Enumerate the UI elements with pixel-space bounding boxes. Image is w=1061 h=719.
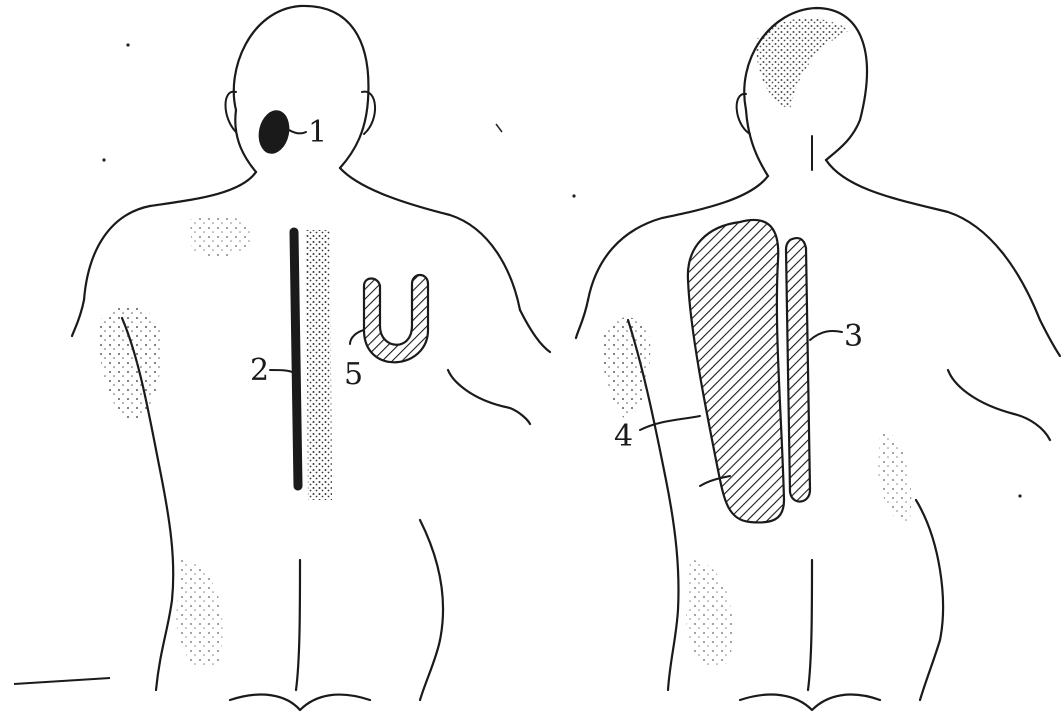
left-shading-lower xyxy=(176,560,223,668)
callout-2-label: 2 xyxy=(250,353,269,388)
right-right-side xyxy=(916,320,1060,700)
callout-5-leader xyxy=(350,330,364,344)
callout-1-leader xyxy=(289,130,306,133)
callout-2-leader xyxy=(270,370,292,372)
left-neck-shoulders xyxy=(84,168,520,310)
stray-tick xyxy=(496,124,502,132)
left-right-side xyxy=(420,310,550,700)
right-shading-rightside xyxy=(878,430,911,522)
callout-3-label: 3 xyxy=(844,319,863,354)
right-shading-lower xyxy=(686,560,733,668)
stray-dot-1 xyxy=(126,43,129,46)
stray-line xyxy=(14,678,110,684)
stray-dot-2 xyxy=(102,158,105,161)
left-figure: 1 2 5 xyxy=(72,6,550,710)
left-shading-shoulder xyxy=(190,215,252,257)
marker-4-region xyxy=(688,220,784,523)
right-shading-left xyxy=(603,317,650,418)
callout-1-label: 1 xyxy=(308,115,327,150)
marker-2-region xyxy=(294,232,298,486)
stray-dot-4 xyxy=(1018,494,1021,497)
right-buttocks xyxy=(740,560,880,710)
left-buttocks xyxy=(230,560,370,710)
callout-4-label: 4 xyxy=(614,419,633,454)
right-hair-shading xyxy=(756,18,850,110)
marker-3-region xyxy=(786,238,810,501)
callout-3-leader xyxy=(810,331,842,340)
right-figure: 4 3 xyxy=(576,8,1060,710)
left-shading-left xyxy=(99,306,161,420)
callout-4-leader xyxy=(640,416,700,430)
callout-5-label: 5 xyxy=(344,357,363,392)
stray-dot-3 xyxy=(572,194,575,197)
left-spine-stipple xyxy=(306,230,332,500)
right-neck-shoulders xyxy=(588,160,1040,320)
left-head-outline xyxy=(234,6,369,172)
marker-5-region xyxy=(364,275,428,362)
marker-1-region xyxy=(255,107,293,156)
